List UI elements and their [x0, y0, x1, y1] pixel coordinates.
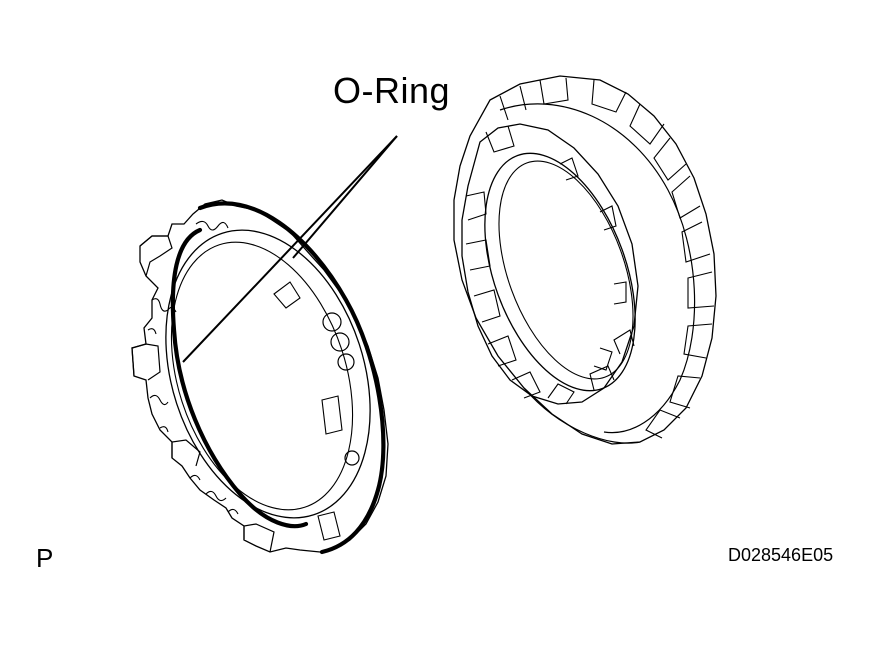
drum-front-teeth	[465, 125, 635, 405]
piston-inner-bore	[165, 229, 371, 519]
piston-port-4	[344, 450, 360, 466]
figure-code: D028546E05	[728, 545, 834, 565]
piston-inner-tab-3	[317, 511, 341, 541]
piston-inner-tab-2	[321, 395, 343, 435]
drum-inner-band	[499, 103, 696, 434]
o-ring-label: O-Ring	[333, 70, 451, 111]
drum-part	[453, 75, 717, 445]
piston-lug-left	[131, 343, 161, 381]
drum-outer-teeth	[499, 77, 715, 439]
o-ring-inner	[170, 227, 309, 529]
callout-leaders	[182, 135, 398, 363]
piston-inner-bore-2	[170, 241, 354, 511]
drum-inner-bore-2	[498, 160, 634, 380]
piston-port-2	[330, 332, 350, 352]
o-ring-outer	[197, 201, 386, 555]
piston-lug-top	[139, 235, 173, 277]
drum-back-edge	[523, 387, 641, 444]
piston-port-1	[322, 312, 342, 332]
leader-line-outer	[292, 135, 398, 259]
piston-lug-bottom-left	[171, 439, 201, 467]
view-marker: P	[36, 543, 54, 573]
drum-inner-splines	[559, 157, 627, 371]
piston-lug-bottom	[243, 523, 275, 553]
piston-teeth-edge	[147, 220, 239, 515]
piston-part	[131, 199, 389, 555]
piston-port-3	[337, 353, 355, 371]
piston-inner-tab-1	[273, 281, 301, 309]
leader-line-inner	[182, 135, 398, 363]
drum-outer-rim	[453, 75, 717, 445]
piston-outer-outline	[131, 199, 389, 553]
drum-inner-bore	[484, 152, 636, 392]
